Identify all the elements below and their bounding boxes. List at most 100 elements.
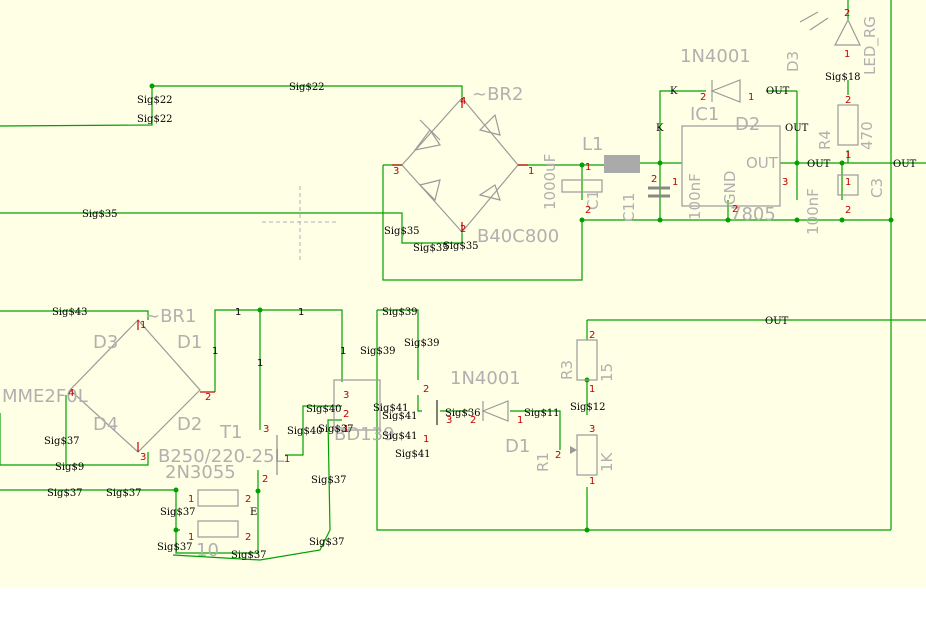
diode-d2-top[interactable]: 1N4001 D2 2 1: [680, 46, 760, 135]
ra-pin-2: 2: [245, 494, 251, 505]
potentiometer-r1[interactable]: R1 1K 3 1 2: [534, 424, 616, 487]
c11-name: C11: [620, 192, 638, 222]
c3-value: 100nF: [804, 188, 822, 235]
emitter-label: E: [250, 507, 257, 518]
d2-top-value: 1N4001: [680, 46, 751, 67]
net-out-e: OUT: [765, 316, 789, 327]
led-d3[interactable]: D3 LED_RG 2 1: [784, 8, 880, 75]
bridge-rectifier-br1[interactable]: ~BR1 B250/220-25L D3 D1 D4 D2 MME2F0L 1 …: [2, 306, 285, 467]
origin-crosshair: [262, 186, 338, 262]
net-sig37-h: Sig$37: [309, 537, 345, 548]
br1-d1: D1: [177, 332, 202, 353]
t1-pin-2: 2: [262, 474, 268, 485]
r4-name: R4: [816, 130, 834, 150]
d1-mid-value: 1N4001: [450, 368, 521, 389]
net-sig37-f: Sig$37: [231, 550, 267, 561]
ic1-pin-1: 1: [672, 177, 678, 188]
ic1-pin-2: 2: [732, 204, 738, 215]
c3-pin-2: 2: [845, 205, 851, 216]
c1-value: 1000uF: [541, 154, 559, 210]
t1-name: T1: [219, 422, 242, 443]
bd-pin-3: 3: [343, 390, 349, 401]
c1-name: C1: [584, 190, 602, 210]
c11-pin-2: 2: [651, 174, 657, 185]
ic1-part: 7805: [730, 204, 776, 225]
bd-pin-2: 2: [343, 409, 349, 420]
net-sig37-c: Sig$37: [106, 488, 142, 499]
resistor-r3[interactable]: R3 15 2 1: [558, 330, 616, 395]
net-sig39-b: Sig$39: [360, 346, 396, 357]
br1-pin-3: 3: [140, 452, 146, 463]
net-sig40-a: Sig$40: [306, 404, 342, 415]
d2-top-pin-1: 1: [748, 92, 754, 103]
t1-pin-3: 3: [263, 424, 269, 435]
r1-pin-1: 1: [589, 476, 595, 487]
diode-d1-mid[interactable]: 1N4001 D1 2 1: [450, 368, 530, 457]
net-sig35-b: Sig$35: [384, 226, 420, 237]
net-sig37-e: Sig$37: [157, 542, 193, 553]
net-sig41-c: Sig$41: [382, 431, 418, 442]
rb-pin-1: 1: [188, 532, 194, 543]
q2-pin-3: 3: [446, 415, 452, 426]
net-pin-1e: 1: [340, 346, 346, 357]
transistor-q2[interactable]: 2 1 3: [423, 384, 452, 445]
regulator-ic1[interactable]: IC1 OUT GND 100nF 7805 1 3 2: [672, 104, 788, 225]
transistor-bd139[interactable]: BD139 3 2 1: [333, 379, 395, 445]
capacitor-c3[interactable]: C3 100nF 1 2: [804, 174, 886, 235]
q2-pin-1: 1: [423, 434, 429, 445]
r1-name: R1: [534, 452, 552, 472]
l1-label: L1: [582, 134, 603, 155]
net-labels: Sig$22 Sig$22 Sig$22 Sig$35 Sig$35 Sig$3…: [44, 72, 917, 561]
br2-pin-4: 4: [460, 96, 466, 107]
r3-name: R3: [558, 360, 576, 380]
resistor-pair[interactable]: 10 1 2 1 2 E: [188, 489, 257, 561]
net-pin-1a: 1: [235, 307, 241, 318]
r4-value: 470: [858, 121, 876, 150]
bd-pin-1: 1: [343, 424, 349, 435]
br2-name: ~BR2: [472, 84, 523, 105]
bd-value: BD139: [334, 424, 395, 445]
br1-pin-2: 2: [205, 392, 211, 403]
transistor-t1[interactable]: T1 2N3055 3 1 2: [165, 422, 290, 485]
ic1-name: IC1: [690, 104, 719, 125]
net-sig37-g: Sig$37: [311, 475, 347, 486]
net-out-a: OUT: [766, 86, 790, 97]
br2-pin-3: 3: [393, 166, 399, 177]
net-sig41-a: Sig$41: [373, 403, 409, 414]
net-sig22-b: Sig$22: [137, 95, 173, 106]
net-sig18: Sig$18: [825, 72, 861, 83]
ic1-out-label: OUT: [746, 154, 779, 172]
d1-mid-pin-1: 1: [517, 415, 523, 426]
net-k-a: K: [670, 86, 678, 97]
net-sig37-i: Sig$37: [318, 424, 354, 435]
resistor-r4[interactable]: R4 470 2 1: [816, 95, 876, 161]
br2-value: B40C800: [477, 226, 559, 247]
d1-mid-name: D1: [505, 436, 530, 457]
net-sig12: Sig$12: [570, 402, 606, 413]
resistor-value: 10: [196, 540, 219, 561]
c3-pin-1: 1: [845, 177, 851, 188]
capacitor-c11[interactable]: C11 2: [620, 174, 670, 222]
net-sig35-a: Sig$35: [82, 209, 118, 220]
br1-name: ~BR1: [145, 306, 196, 327]
br1-mme: MME2F0L: [2, 386, 88, 407]
c1-pin-1: 1: [585, 162, 591, 173]
ic1-gnd-label: GND: [721, 171, 739, 205]
r1-pin-3: 3: [589, 424, 595, 435]
led-value: LED_RG: [861, 16, 880, 75]
d2-top-pin-2: 2: [700, 92, 706, 103]
br1-d4: D4: [93, 414, 118, 435]
bridge-rectifier-br2[interactable]: ~BR2 B40C800 4 2 3 1: [392, 84, 559, 247]
net-sig40-b: Sig$40: [287, 426, 323, 437]
net-sig41-b: Sig$41: [382, 411, 418, 422]
net-sig11: Sig$11: [524, 408, 560, 419]
br2-pin-1: 1: [528, 166, 534, 177]
inductor-l1[interactable]: L1: [582, 134, 640, 173]
br1-d2: D2: [177, 414, 202, 435]
capacitor-c1[interactable]: 1000uF C1 1 2: [541, 154, 603, 216]
net-k-b: K: [656, 123, 664, 134]
net-sig35-c: Sig$35: [413, 243, 449, 254]
net-sig37-a: Sig$37: [44, 436, 80, 447]
net-sig22-c: Sig$22: [137, 114, 173, 125]
